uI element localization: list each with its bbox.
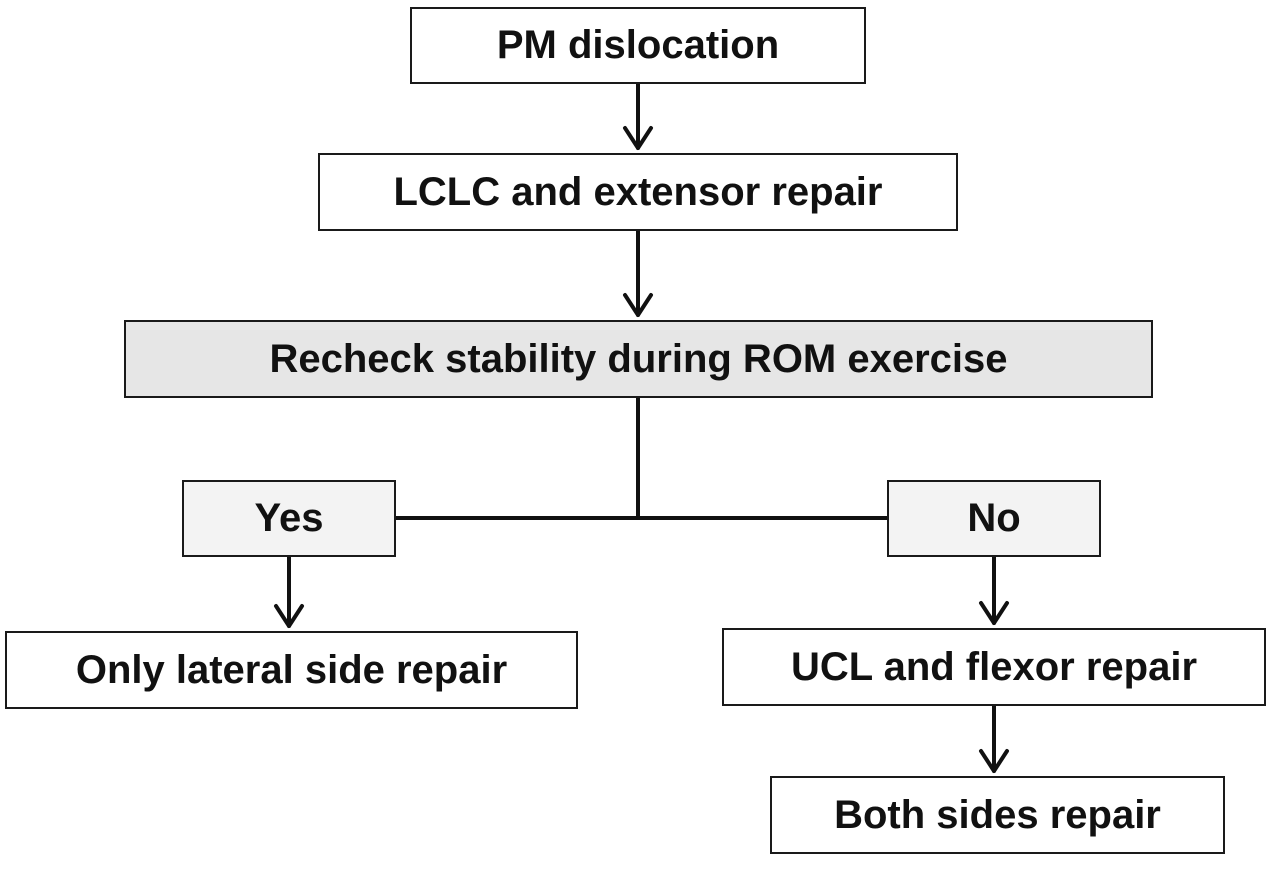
node-yes: Yes: [182, 480, 396, 557]
node-only-lateral-side-repair-label: Only lateral side repair: [75, 647, 508, 692]
arrowhead-pm-to-lclc: [623, 126, 653, 150]
arrowhead-yes-to-lateral: [274, 604, 304, 628]
node-both-sides-repair: Both sides repair: [770, 776, 1225, 854]
node-recheck-stability-label: Recheck stability during ROM exercise: [269, 336, 1008, 381]
node-pm-dislocation: PM dislocation: [410, 7, 866, 84]
arrowhead-no-to-ucl: [979, 601, 1009, 625]
node-yes-label: Yes: [254, 496, 324, 540]
node-no: No: [887, 480, 1101, 557]
node-pm-dislocation-label: PM dislocation: [496, 23, 780, 67]
node-no-label: No: [967, 496, 1021, 540]
node-recheck-stability: Recheck stability during ROM exercise: [124, 320, 1153, 398]
arrowhead-lclc-to-recheck: [623, 293, 653, 317]
node-lclc-extensor-repair-label: LCLC and extensor repair: [393, 169, 883, 214]
node-ucl-flexor-repair: UCL and flexor repair: [722, 628, 1266, 706]
node-both-sides-repair-label: Both sides repair: [834, 792, 1161, 837]
node-lclc-extensor-repair: LCLC and extensor repair: [318, 153, 958, 231]
node-only-lateral-side-repair: Only lateral side repair: [5, 631, 578, 709]
arrowhead-ucl-to-both: [979, 749, 1009, 773]
node-ucl-flexor-repair-label: UCL and flexor repair: [790, 644, 1198, 689]
